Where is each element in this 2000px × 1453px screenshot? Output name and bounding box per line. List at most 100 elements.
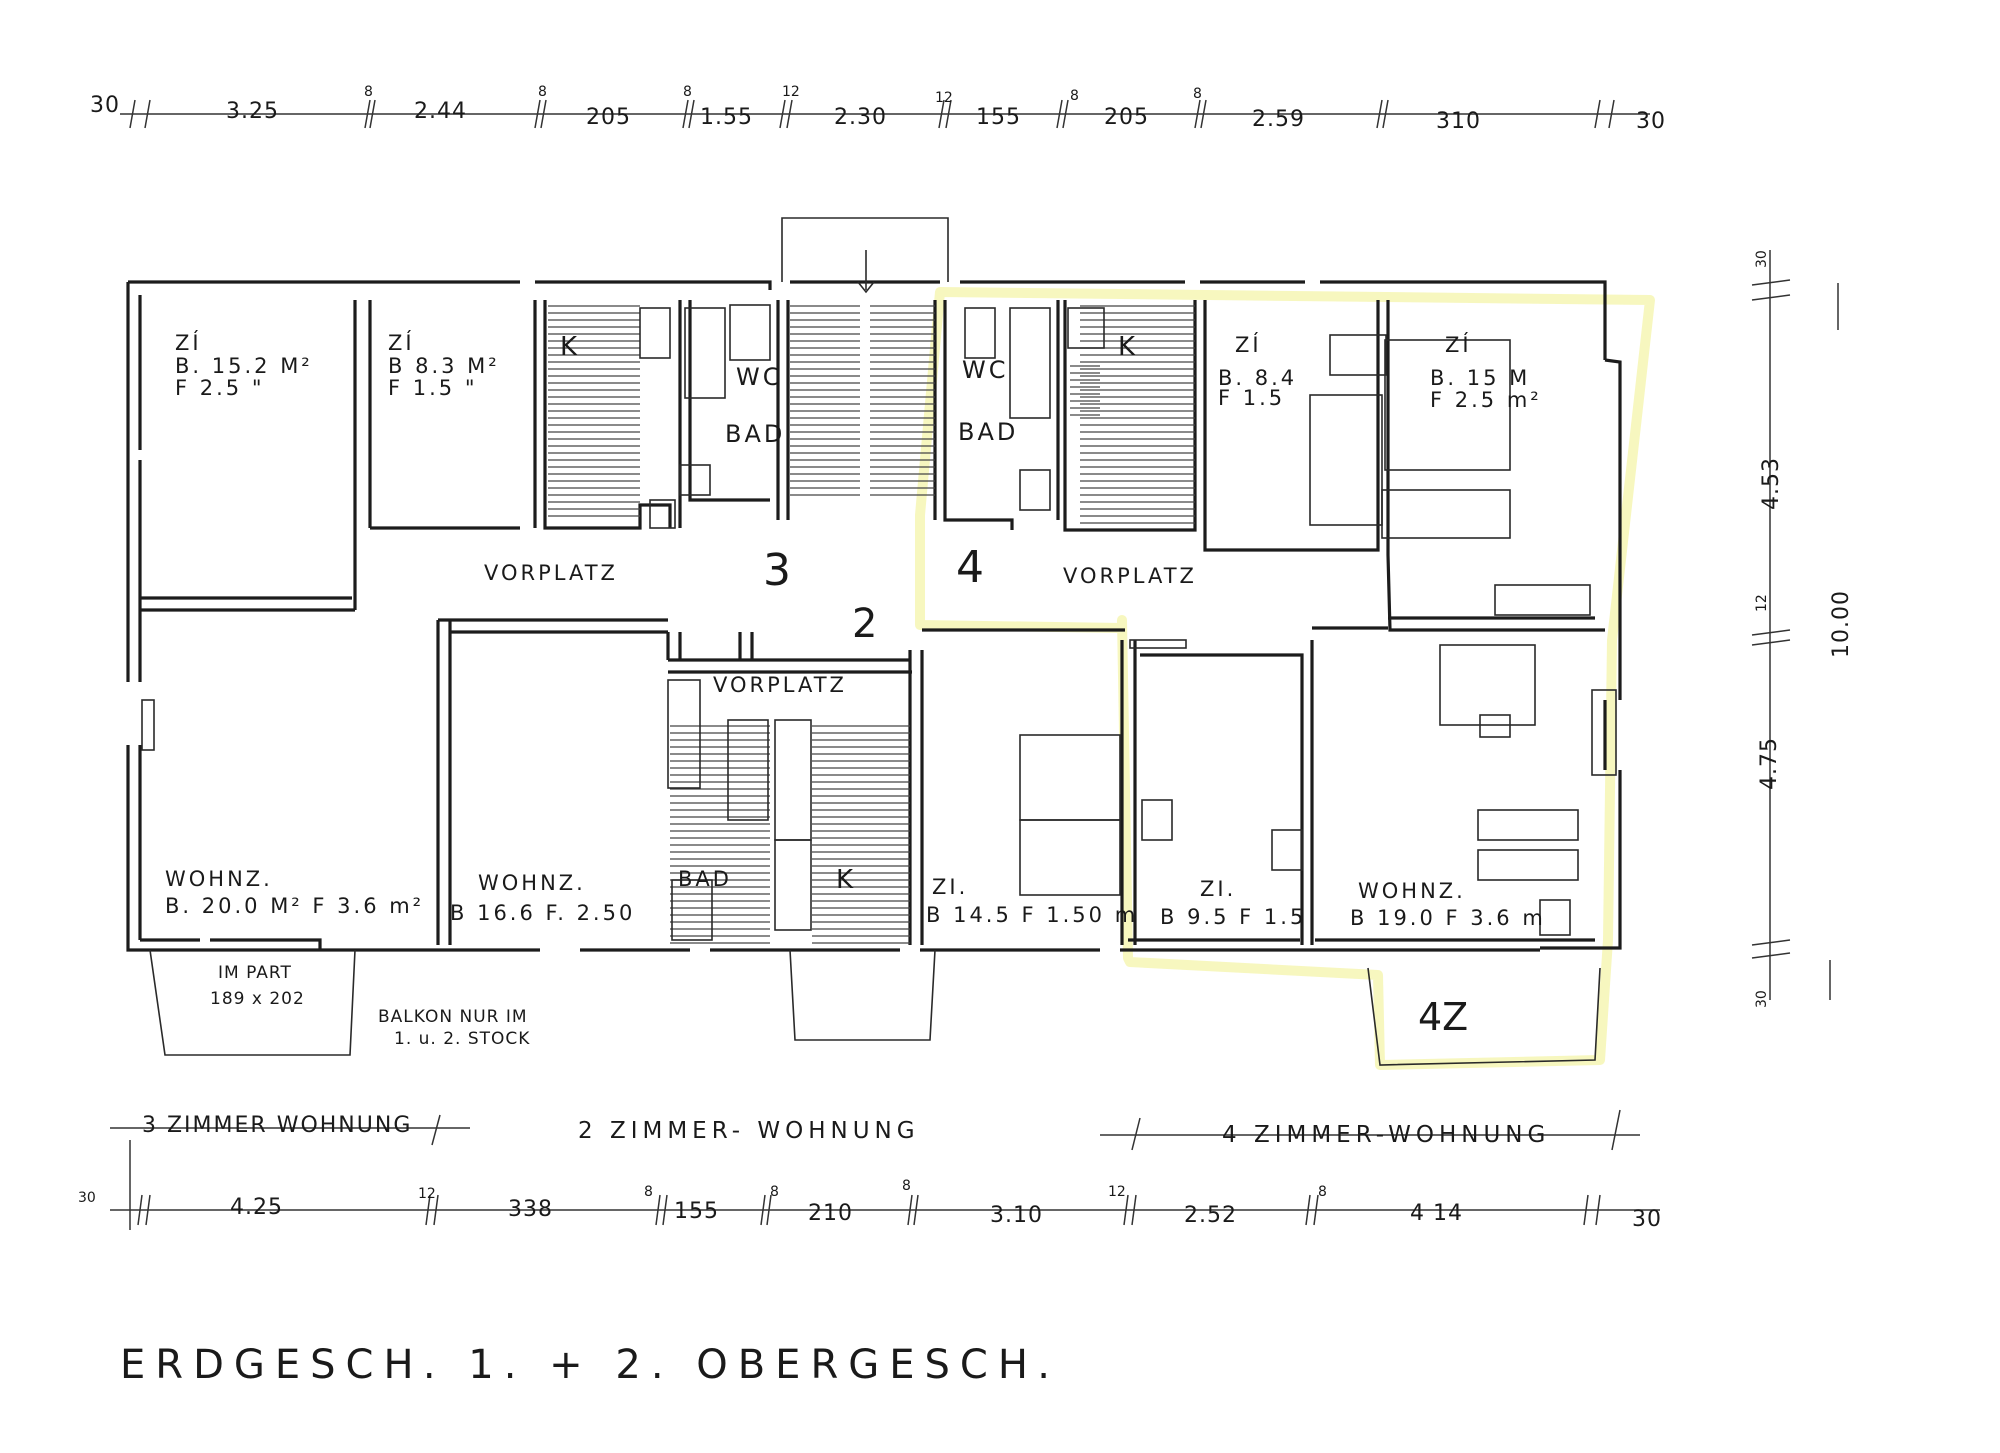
note-balkon-line-1: BALKON NUR IM xyxy=(378,1007,528,1027)
dim-top-16: 310 xyxy=(1436,109,1481,134)
dim-right-0: 30 xyxy=(1754,250,1770,268)
stair-number-4: 4 xyxy=(956,542,984,593)
stair-hatching xyxy=(548,305,1195,944)
room-wc-1: WC xyxy=(736,363,783,391)
room-wohnz-2: WOHNZ. B 16.6 F. 2.50 xyxy=(450,871,635,925)
dim-top-5: 205 xyxy=(586,105,631,130)
dim-top-0: 30 xyxy=(90,93,120,118)
svg-text:WOHNZ.: WOHNZ. xyxy=(478,871,586,895)
dim-top-8: 12 xyxy=(782,84,800,100)
dim-top-7: 1.55 xyxy=(700,105,753,130)
svg-text:B. 20.0 M² F 3.6 m²: B. 20.0 M² F 3.6 m² xyxy=(165,894,424,918)
top-dimension-line xyxy=(120,99,1650,129)
room-vorplatz-1: VORPLATZ xyxy=(484,561,618,585)
room-zi-2: ZÍ B 8.3 M² F 1.5 " xyxy=(388,330,500,400)
note-balkon-line-2: 1. u. 2. STOCK xyxy=(394,1029,530,1049)
dim-top-9: 2.30 xyxy=(834,105,887,130)
svg-text:WOHNZ.: WOHNZ. xyxy=(165,867,273,891)
furniture xyxy=(141,304,1617,941)
svg-text:ZI.: ZI. xyxy=(1200,877,1236,901)
svg-text:B. 15 M: B. 15 M xyxy=(1430,366,1530,390)
page-title: ERDGESCH. 1. + 2. OBERGESCH. xyxy=(120,1342,1060,1388)
dim-bottom-13: 4 14 xyxy=(1410,1201,1463,1226)
dim-right-5: 30 xyxy=(1754,990,1770,1008)
apartment-2-label: 2 ZIMMER- WOHNUNG xyxy=(578,1118,920,1144)
svg-text:ZÍ: ZÍ xyxy=(1235,332,1262,357)
svg-text:B 8.3 M²: B 8.3 M² xyxy=(388,354,500,378)
dim-bottom-0: 30 xyxy=(78,1190,96,1206)
dim-bottom-11: 2.52 xyxy=(1184,1203,1237,1228)
dim-top-15: 2.59 xyxy=(1252,107,1305,132)
dim-top-6: 8 xyxy=(683,84,692,100)
room-zi-4: ZÍ B. 15 M F 2.5 m² xyxy=(1430,332,1542,412)
dim-bottom-8: 8 xyxy=(902,1178,911,1194)
svg-text:ZÍ: ZÍ xyxy=(388,330,415,355)
dim-bottom-1: 4.25 xyxy=(230,1195,283,1220)
svg-text:ZÍ: ZÍ xyxy=(1445,332,1472,357)
dim-top-14: 8 xyxy=(1193,86,1202,102)
dim-bottom-5: 155 xyxy=(674,1199,719,1224)
balcony-mark: 4Z xyxy=(1418,995,1468,1039)
dim-right-2: 12 xyxy=(1754,594,1770,612)
stair-number-3: 3 xyxy=(763,545,791,596)
dim-right-1: 4.53 xyxy=(1759,457,1784,510)
exterior-walls xyxy=(126,280,1622,952)
dim-bottom-6: 8 xyxy=(770,1184,779,1200)
dim-bottom-12: 8 xyxy=(1318,1184,1327,1200)
room-bad-3: BAD xyxy=(678,867,732,891)
room-wc-2: WC xyxy=(962,356,1009,384)
svg-text:F 1.5 ": F 1.5 " xyxy=(388,376,478,400)
room-kitchen-3: K xyxy=(836,865,856,895)
dim-bottom-9: 3.10 xyxy=(990,1203,1043,1228)
dim-top-11: 155 xyxy=(976,105,1021,130)
note-im-part: IM PART xyxy=(218,963,292,983)
entrance-canopy xyxy=(781,217,949,294)
dim-bottom-7: 210 xyxy=(808,1201,853,1226)
svg-text:B 14.5 F 1.50 m: B 14.5 F 1.50 m xyxy=(926,903,1138,927)
room-wohnz-3: WOHNZ. B 19.0 F 3.6 m xyxy=(1350,879,1546,930)
right-dimension-line xyxy=(1751,250,1839,1000)
room-bad-2: BAD xyxy=(958,418,1018,446)
bottom-dimension-lines xyxy=(110,1109,1660,1230)
room-zi-5: ZI. B 14.5 F 1.50 m xyxy=(926,875,1138,927)
room-kitchen-1: K xyxy=(560,332,580,362)
room-zi-6: ZI. B 9.5 F 1.5 xyxy=(1160,877,1306,929)
dim-top-2: 8 xyxy=(364,84,373,100)
svg-text:B 9.5 F 1.5: B 9.5 F 1.5 xyxy=(1160,905,1306,929)
dim-top-3: 2.44 xyxy=(414,99,467,124)
note-im-part-size: 189 x 202 xyxy=(210,989,305,1009)
svg-text:F 1.5: F 1.5 xyxy=(1218,386,1285,410)
dim-right-4: 4.75 xyxy=(1757,737,1782,790)
room-wohnz-1: WOHNZ. B. 20.0 M² F 3.6 m² xyxy=(165,867,424,918)
dim-bottom-10: 12 xyxy=(1108,1184,1126,1200)
svg-text:F 2.5 m²: F 2.5 m² xyxy=(1430,388,1542,412)
dim-top-13: 205 xyxy=(1104,105,1149,130)
balconies xyxy=(149,949,1601,1066)
room-vorplatz-2: VORPLATZ xyxy=(1063,564,1197,588)
apartment-3-label: 3 ZIMMER WOHNUNG xyxy=(142,1113,412,1138)
room-bad-1: BAD xyxy=(725,420,785,448)
room-kitchen-2: K xyxy=(1118,332,1138,362)
room-zi-1: ZÍ B. 15.2 M² F 2.5 " xyxy=(175,330,313,400)
svg-text:F 2.5 ": F 2.5 " xyxy=(175,376,265,400)
svg-text:B. 15.2 M²: B. 15.2 M² xyxy=(175,354,313,378)
dim-top-12: 8 xyxy=(1070,88,1079,104)
dim-bottom-14: 30 xyxy=(1632,1207,1662,1232)
dim-top-4: 8 xyxy=(538,84,547,100)
svg-text:B 16.6 F. 2.50: B 16.6 F. 2.50 xyxy=(450,901,635,925)
svg-text:WOHNZ.: WOHNZ. xyxy=(1358,879,1466,903)
stair-number-2: 2 xyxy=(852,601,877,647)
svg-text:B 19.0 F 3.6 m: B 19.0 F 3.6 m xyxy=(1350,906,1546,930)
dim-top-1: 3.25 xyxy=(226,99,279,124)
apartment-4-label: 4 ZIMMER-WOHNUNG xyxy=(1222,1122,1550,1148)
dim-bottom-3: 338 xyxy=(508,1197,553,1222)
svg-text:ZÍ: ZÍ xyxy=(175,330,202,355)
room-zi-3: ZÍ B. 8.4 F 1.5 xyxy=(1218,332,1297,410)
dim-top-10: 12 xyxy=(935,90,953,106)
room-vorplatz-3: VORPLATZ xyxy=(713,673,847,697)
dim-top-17: 30 xyxy=(1636,109,1666,134)
svg-text:B. 8.4: B. 8.4 xyxy=(1218,366,1297,390)
dim-bottom-2: 12 xyxy=(418,1186,436,1202)
dim-right-3: 10.00 xyxy=(1829,590,1854,658)
